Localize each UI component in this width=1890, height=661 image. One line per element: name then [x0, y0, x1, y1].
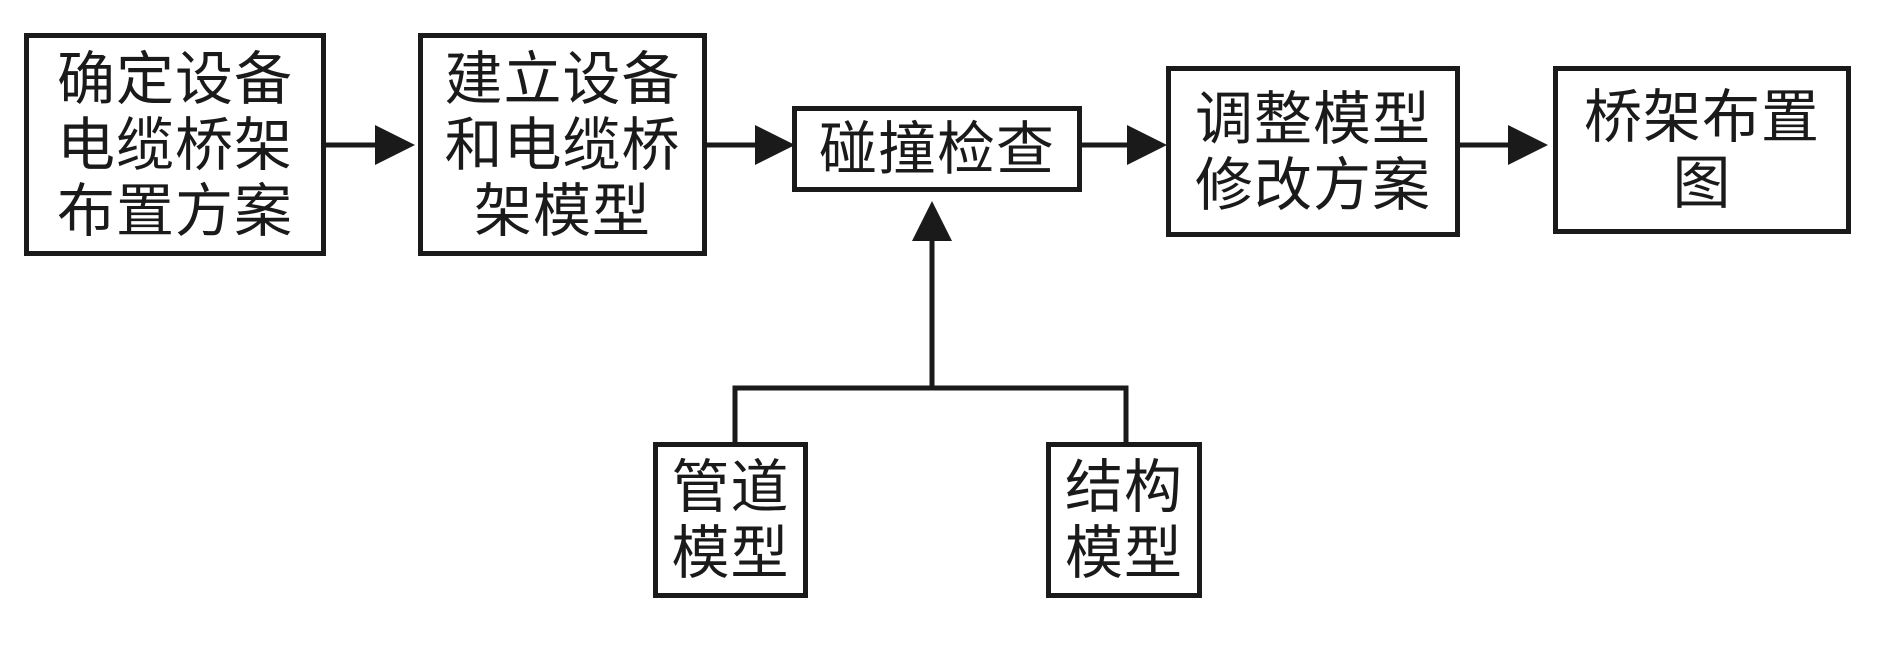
- input-label-pipe-model: 管道 模型: [671, 453, 790, 587]
- step-box-tray-layout-drawing: 桥架布置 图: [1553, 66, 1851, 234]
- step-label-collision-check: 碰撞检查: [818, 115, 1055, 183]
- step-label-adjust-model: 调整模型 修改方案: [1194, 84, 1431, 219]
- step-label-determine-layout: 确定设备 电缆桥架 布置方案: [56, 44, 293, 245]
- input-label-structure-model: 结构 模型: [1064, 453, 1183, 587]
- step-box-build-models: 建立设备 和电缆桥 架模型: [418, 33, 707, 256]
- step-label-tray-layout-drawing: 桥架布置 图: [1583, 83, 1820, 217]
- input-box-pipe-model: 管道 模型: [653, 442, 808, 598]
- input-box-structure-model: 结构 模型: [1046, 442, 1202, 598]
- step-label-build-models: 建立设备 和电缆桥 架模型: [444, 44, 681, 245]
- step-box-adjust-model: 调整模型 修改方案: [1166, 66, 1460, 237]
- step-box-collision-check: 碰撞检查: [792, 106, 1082, 192]
- merge-line-inputs: [732, 385, 1129, 442]
- step-box-determine-layout: 确定设备 电缆桥架 布置方案: [24, 33, 326, 256]
